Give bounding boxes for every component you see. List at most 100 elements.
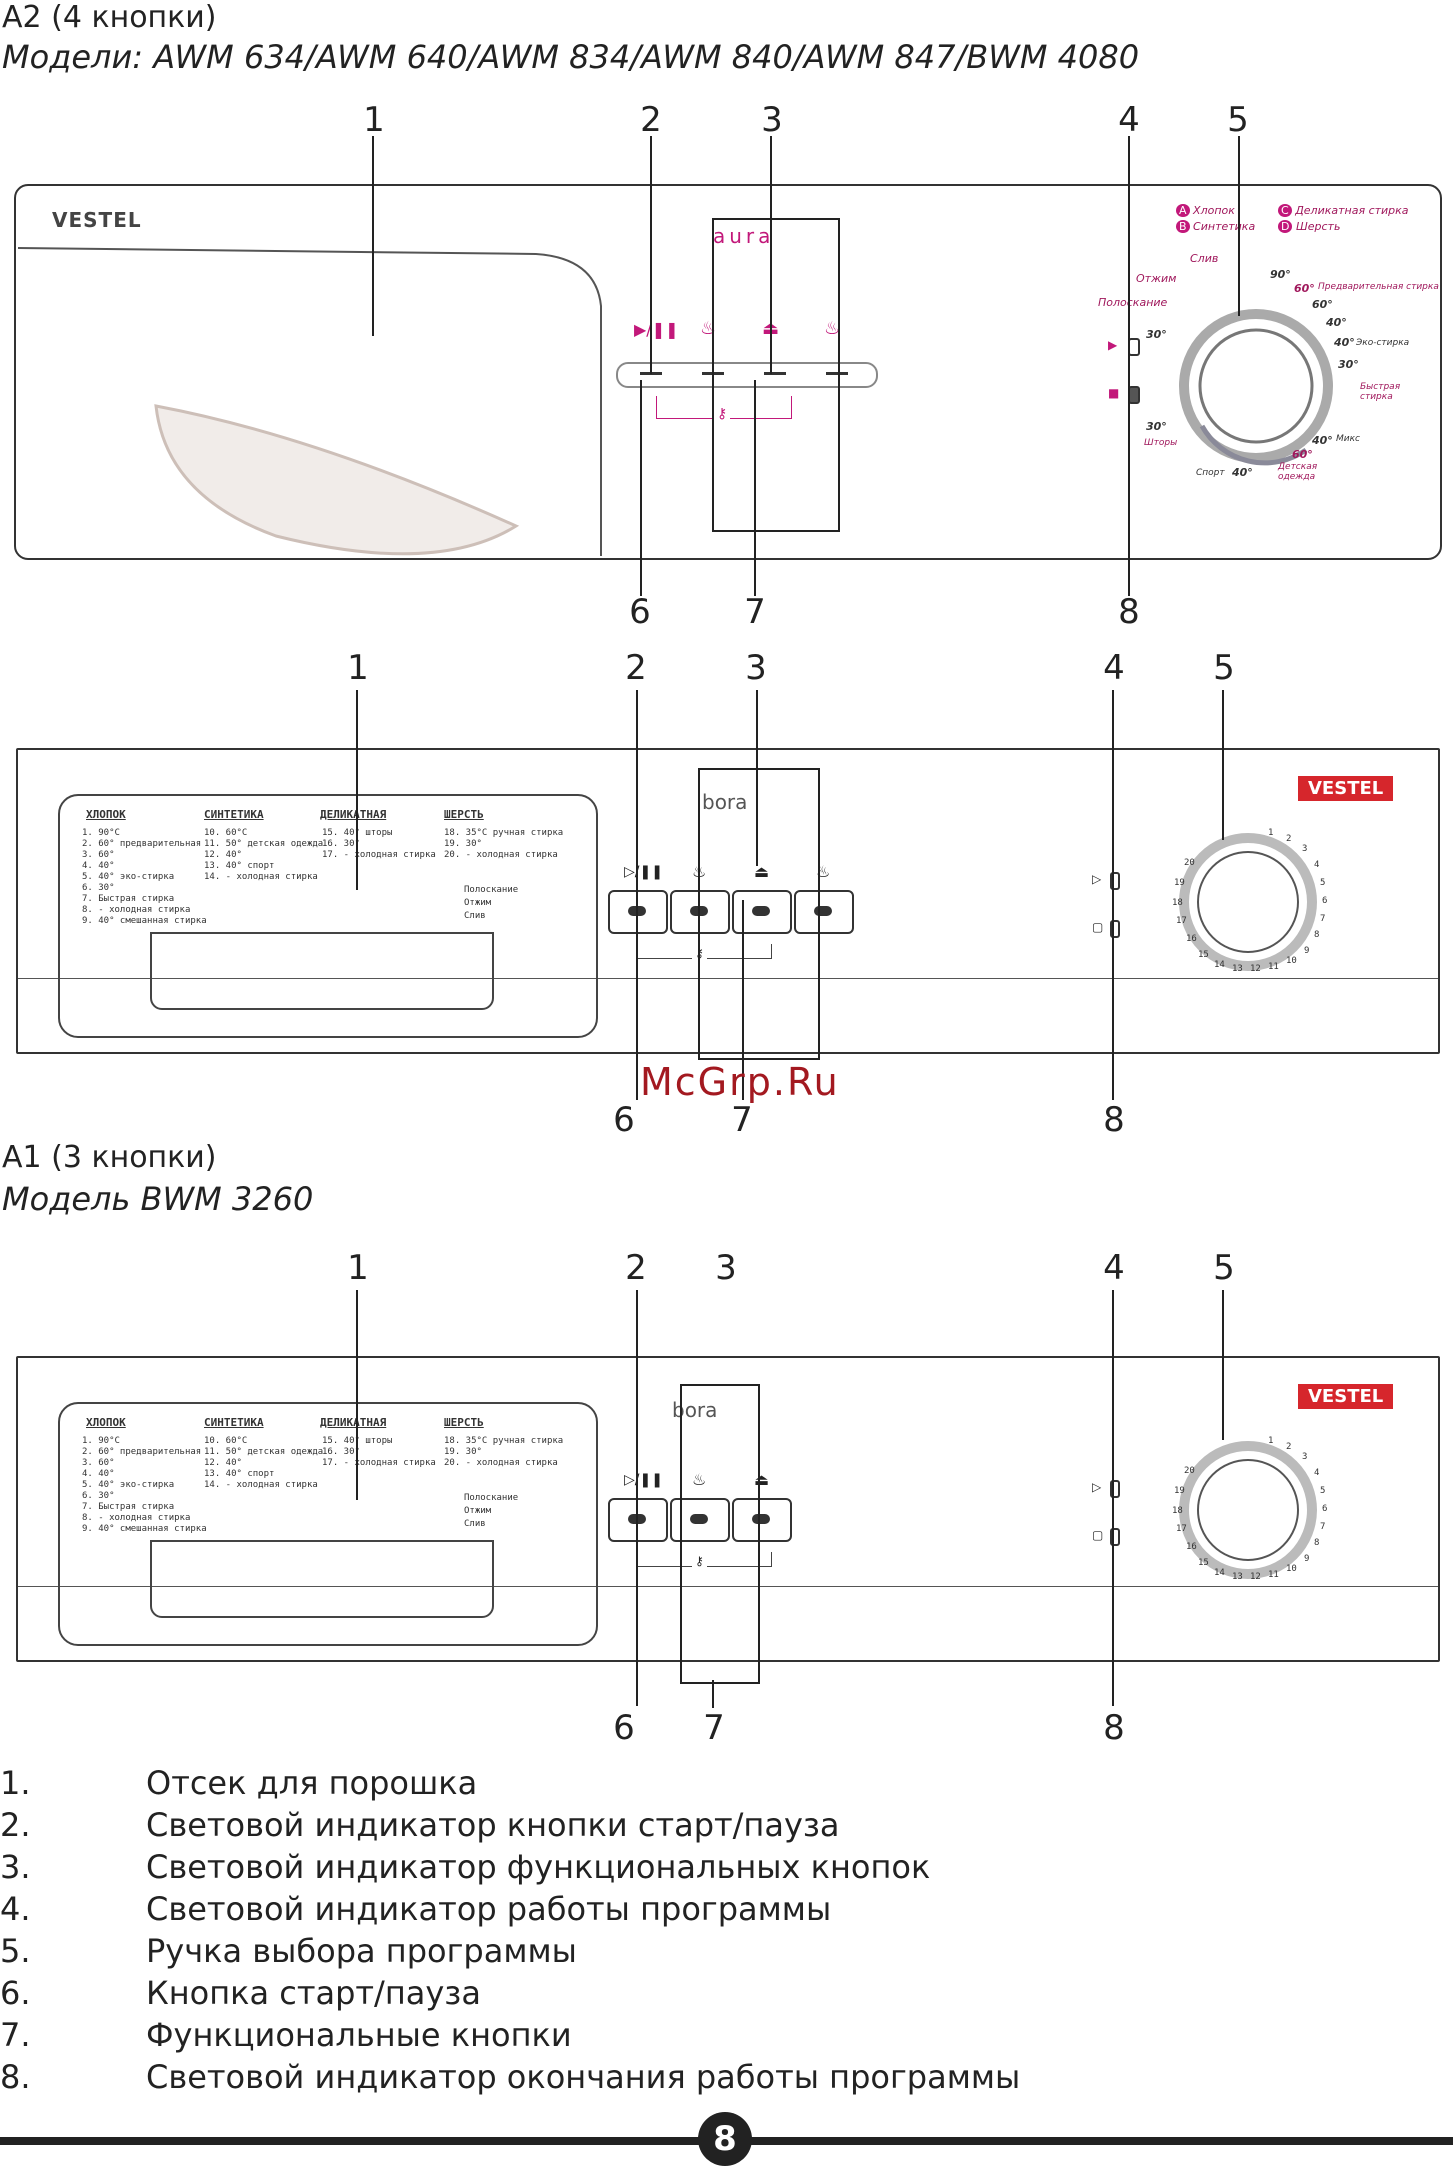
iron-icon: ⏏ xyxy=(754,1470,770,1489)
callout-7: 7 xyxy=(744,592,766,632)
dial-90: 90° xyxy=(1270,268,1291,281)
program-dial[interactable] xyxy=(1156,286,1356,486)
brand-logo: VESTEL xyxy=(1298,776,1394,801)
callout-3: 3 xyxy=(745,648,767,688)
program-c: C Деликатная стирка xyxy=(1278,204,1409,217)
detergent-drawer[interactable]: ХЛОПОК СИНТЕТИКА ДЕЛИКАТНАЯ ШЕРСТЬ 1. 90… xyxy=(58,794,598,1038)
callout-4: 4 xyxy=(1103,648,1125,688)
button-strip xyxy=(616,362,878,388)
dial-40c: 40° xyxy=(1312,434,1333,447)
legend: 1.Отсек для порошка 2.Световой индикатор… xyxy=(0,1764,1021,2096)
section-a2-heading: A2 (4 кнопки) xyxy=(2,0,217,35)
callout-8: 8 xyxy=(1118,592,1140,632)
dial-60c: 60° xyxy=(1292,448,1313,461)
callout-6: 6 xyxy=(613,1708,635,1748)
dial-label-poloskanie: Полоскание xyxy=(1098,296,1168,309)
head-wool: ШЕРСТЬ xyxy=(444,1416,484,1429)
dial-60a: 60° xyxy=(1294,282,1315,295)
program-a: A Хлопок xyxy=(1176,204,1235,217)
dial-prewash: Предварительная стирка xyxy=(1318,282,1439,292)
start-pause-button[interactable] xyxy=(608,1498,668,1542)
head-synthetic: СИНТЕТИКА xyxy=(204,1416,264,1429)
drawer-handle[interactable] xyxy=(150,932,494,1010)
drawer-handle[interactable] xyxy=(150,1540,494,1618)
head-delicate: ДЕЛИКАТНАЯ xyxy=(320,808,387,821)
callout-8: 8 xyxy=(1103,1100,1125,1140)
dial-fast: Быстрая стирка xyxy=(1360,382,1401,402)
callout-7: 7 xyxy=(703,1708,725,1748)
series-logo: aura xyxy=(713,224,775,248)
dial-mix: Микс xyxy=(1336,434,1360,444)
dial-30b: 30° xyxy=(1146,328,1167,341)
dial-kids: Детская одежда xyxy=(1278,462,1318,482)
dial-label-otzhim: Отжим xyxy=(1136,272,1177,285)
key-icon: ⚷ xyxy=(692,1554,707,1568)
start-pause-icon: ▶/❚❚ xyxy=(634,320,679,339)
head-synthetic: СИНТЕТИКА xyxy=(204,808,264,821)
program-d: D Шерсть xyxy=(1278,220,1340,233)
end-led xyxy=(1110,920,1120,938)
detergent-drawer[interactable] xyxy=(16,246,616,556)
series-logo: bora xyxy=(672,1398,718,1422)
program-dial[interactable] xyxy=(1158,812,1338,992)
dial-40a: 40° xyxy=(1326,316,1347,329)
brand-logo: VESTEL xyxy=(1298,1384,1394,1409)
start-pause-button[interactable] xyxy=(608,890,668,934)
callout-3: 3 xyxy=(715,1248,737,1288)
head-cotton: ХЛОПОК xyxy=(86,1416,126,1429)
control-panel-a2: VESTEL aura ▶/❚❚ ♨ ⏏ ♨ ⚷ ▶ ■ A Хлопок B … xyxy=(14,184,1442,560)
start-pause-icon: ▷/❚❚ xyxy=(624,1472,663,1488)
head-cotton: ХЛОПОК xyxy=(86,808,126,821)
play-icon: ▷ xyxy=(1092,1480,1102,1494)
callout-1: 1 xyxy=(347,648,369,688)
program-dial[interactable] xyxy=(1158,1420,1338,1600)
function-button-2[interactable] xyxy=(732,1498,792,1542)
iron-icon: ⏏ xyxy=(754,862,770,881)
dial-40b: 40° xyxy=(1334,336,1355,349)
dial-label-sliv: Слив xyxy=(1190,252,1219,265)
dial-numbers: 1 2 3 4 5 6 7 8 9 10 11 12 13 14 15 16 1… xyxy=(1172,828,1328,974)
play-icon: ▷ xyxy=(1092,872,1102,886)
callout-6: 6 xyxy=(629,592,651,632)
section-a1-models: Модель BWM 3260 xyxy=(2,1180,314,1218)
dial-30a: 30° xyxy=(1338,358,1359,371)
callout-5: 5 xyxy=(1213,648,1235,688)
callout-2: 2 xyxy=(625,648,647,688)
running-led xyxy=(1110,1480,1120,1498)
page-number: 8 xyxy=(698,2112,752,2166)
callout-5: 5 xyxy=(1213,1248,1235,1288)
detergent-drawer[interactable]: ХЛОПОК СИНТЕТИКА ДЕЛИКАТНАЯ ШЕРСТЬ 1. 90… xyxy=(58,1402,598,1646)
dial-shtory: Шторы xyxy=(1144,438,1178,448)
control-panel-a1: VESTEL bora ХЛОПОК СИНТЕТИКА ДЕЛИКАТНАЯ … xyxy=(16,1356,1440,1662)
key-icon: ⚷ xyxy=(714,406,731,422)
callout-2: 2 xyxy=(640,100,662,140)
callout-4: 4 xyxy=(1103,1248,1125,1288)
callout-6: 6 xyxy=(613,1100,635,1140)
function-button-3[interactable] xyxy=(794,890,854,934)
function-led-2[interactable] xyxy=(764,372,786,375)
program-b: B Синтетика xyxy=(1176,220,1255,233)
function-led-3[interactable] xyxy=(826,372,848,375)
watermark: McGrp.Ru xyxy=(640,1060,840,1104)
callout-2: 2 xyxy=(625,1248,647,1288)
stop-icon: ▢ xyxy=(1092,1528,1104,1542)
head-wool: ШЕРСТЬ xyxy=(444,808,484,821)
section-a2-models: Модели: AWM 634/AWM 640/AWM 834/AWM 840/… xyxy=(2,38,1140,76)
prewash-icon: ♨ xyxy=(692,1470,707,1489)
series-logo: bora xyxy=(702,790,748,814)
dial-40d: 40° xyxy=(1232,466,1253,479)
dial-60b: 60° xyxy=(1312,298,1333,311)
callout-4: 4 xyxy=(1118,100,1140,140)
dial-numbers: 1 2 3 4 5 6 7 8 9 10 11 12 13 14 15 16 1… xyxy=(1172,1436,1328,1582)
section-a1-heading: A1 (3 кнопки) xyxy=(2,1140,217,1175)
dial-30c: 30° xyxy=(1146,420,1167,433)
